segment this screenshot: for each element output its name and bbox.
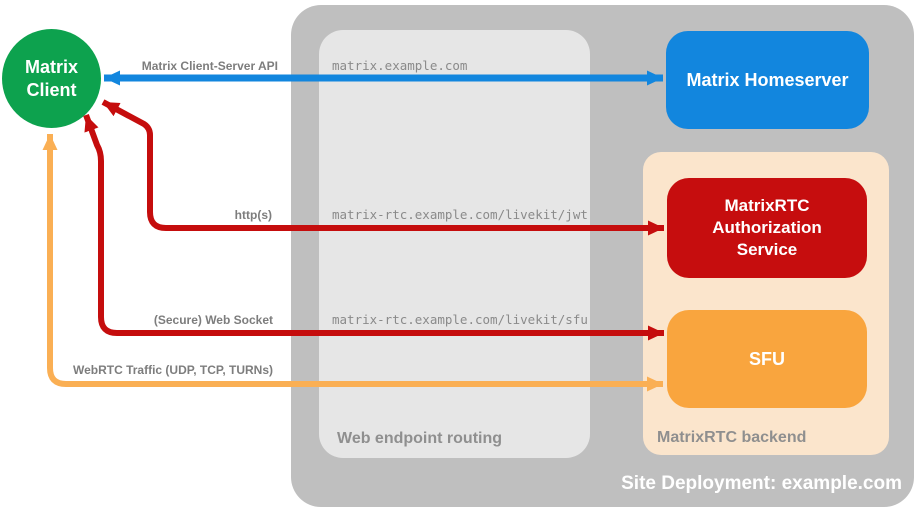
site-deployment-label: Site Deployment: example.com [621, 473, 902, 494]
sfu-node: SFU [667, 310, 867, 408]
web-endpoint-routing-label: Web endpoint routing [337, 430, 503, 447]
matrix-homeserver-label: Matrix Homeserver [686, 69, 849, 90]
matrix-client-label: Matrix Client [24, 57, 78, 100]
matrixrtc-authorization-service-label: MatrixRTC Authorization Service [712, 195, 822, 260]
matrix-homeserver-node: Matrix Homeserver [666, 31, 869, 129]
endpoint-livekit-sfu: matrix-rtc.example.com/livekit/sfu [332, 312, 588, 327]
matrixrtc-backend-label: MatrixRTC backend [657, 429, 807, 446]
endpoint-matrix-example-com: matrix.example.com [332, 58, 468, 73]
endpoint-livekit-jwt: matrix-rtc.example.com/livekit/jwt [332, 207, 588, 222]
label-https: http(s) [234, 208, 272, 222]
matrixrtc-authorization-service-node: MatrixRTC Authorization Service [667, 178, 867, 278]
matrix-client-node: Matrix Client [2, 29, 101, 128]
label-webrtc-traffic: WebRTC Traffic (UDP, TCP, TURNs) [72, 363, 273, 377]
sfu-label: SFU [749, 348, 785, 369]
label-client-server-api: Matrix Client-Server API [141, 59, 278, 73]
web-endpoint-routing-container: Web endpoint routing [319, 30, 590, 458]
label-secure-web-socket: (Secure) Web Socket [153, 313, 273, 327]
